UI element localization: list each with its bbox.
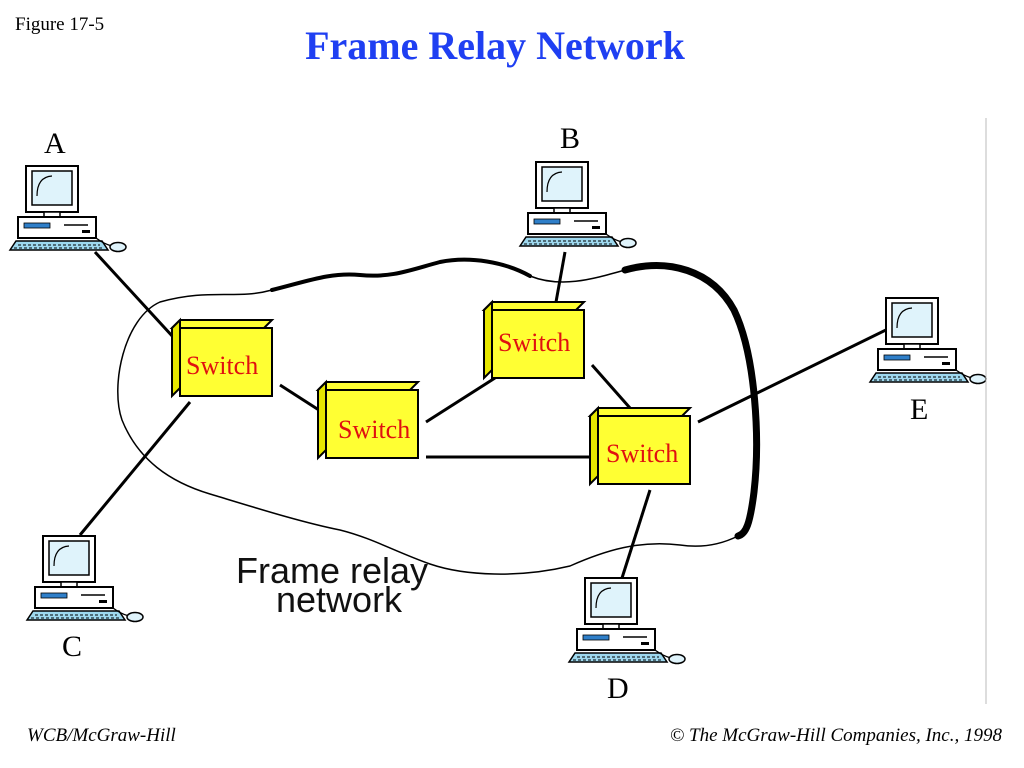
switch-3-label: Switch — [498, 328, 570, 357]
switch-2: Switch — [317, 381, 419, 459]
network-links — [78, 250, 891, 579]
computer-e-label: E — [910, 393, 928, 426]
link-s3-s4 — [590, 364, 632, 409]
slide-title: Frame Relay Network — [305, 23, 685, 68]
computer-b — [519, 161, 637, 249]
computer-a-label: A — [44, 127, 66, 160]
switch-1-label: Switch — [186, 351, 258, 380]
link-a-s1 — [93, 250, 176, 340]
computer-c-label: C — [62, 630, 82, 663]
cloud-label-line1: Frame relay — [236, 550, 428, 591]
computer-a — [9, 165, 127, 253]
link-s4-e — [697, 326, 891, 424]
computer-b-label: B — [560, 122, 580, 155]
computer-e — [869, 297, 987, 385]
switch-4: Switch — [589, 407, 691, 485]
switch-3: Switch — [483, 301, 585, 379]
computer-d — [568, 577, 686, 665]
switch-1: Switch — [171, 319, 273, 397]
link-s4-d — [620, 489, 652, 579]
link-c-s1 — [78, 401, 192, 536]
figure-label: Figure 17-5 — [15, 14, 105, 35]
switch-4-label: Switch — [606, 439, 678, 468]
computer-d-label: D — [607, 672, 629, 705]
link-s2-s3 — [425, 376, 496, 424]
computer-c — [26, 535, 144, 623]
link-b-s3 — [554, 251, 567, 303]
footer-copyright: © The McGraw-Hill Companies, Inc., 1998 — [669, 725, 1002, 746]
cloud-label-line2: network — [276, 579, 403, 620]
link-s1-s2 — [279, 383, 323, 414]
switch-2-label: Switch — [338, 415, 410, 444]
footer-publisher: WCB/McGraw-Hill — [27, 725, 176, 746]
